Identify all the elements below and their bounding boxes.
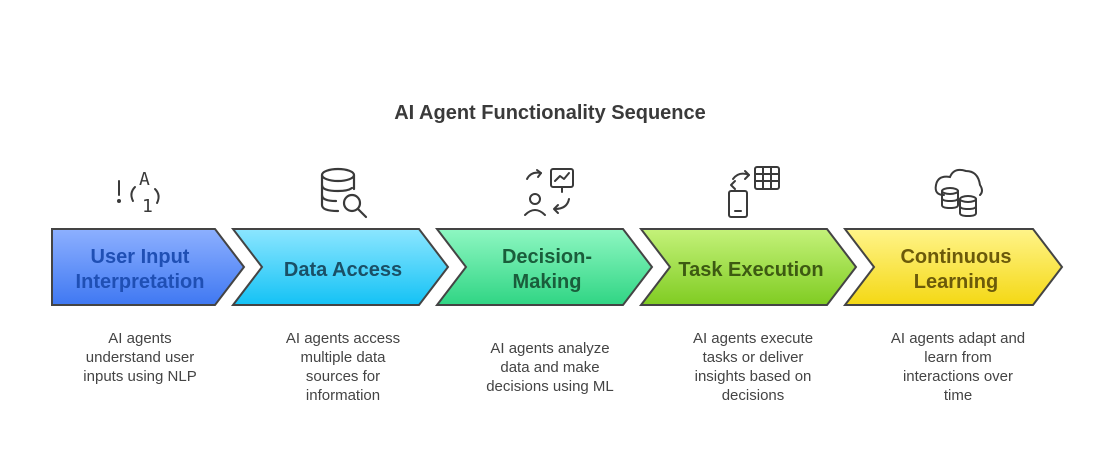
step-3-label: Decision- Making <box>501 246 593 293</box>
step-2-label: Data Access <box>283 258 403 281</box>
svg-text:1: 1 <box>142 196 153 217</box>
step-4-description: AI agents execute tasks or deliver insig… <box>692 330 814 404</box>
database-search-icon <box>316 165 372 221</box>
cloud-database-icon <box>930 165 986 221</box>
step-2-chevron <box>230 228 450 306</box>
step-5-description: AI agents adapt and learn from interacti… <box>890 330 1026 404</box>
step-3-chevron <box>434 228 654 306</box>
step-1-label: User Input Interpretation <box>75 246 205 293</box>
diagram-title: AI Agent Functionality Sequence <box>394 102 706 124</box>
step-4-label: Task Execution <box>678 258 824 281</box>
step-5-chevron <box>842 228 1064 306</box>
step-2-description: AI agents access multiple data sources f… <box>285 330 401 404</box>
step-1-description: AI agents understand user inputs using N… <box>83 330 197 385</box>
step-3-description: AI agents analyze data and make decision… <box>486 340 614 395</box>
step-1-chevron <box>51 228 246 306</box>
svg-text:A: A <box>139 169 150 190</box>
alphabet-number-icon: A 1 <box>111 165 167 221</box>
step-5-label: Continuous Learning <box>900 246 1012 293</box>
step-4-chevron <box>638 228 858 306</box>
person-chart-icon <box>521 165 577 221</box>
phone-table-icon <box>725 165 781 221</box>
